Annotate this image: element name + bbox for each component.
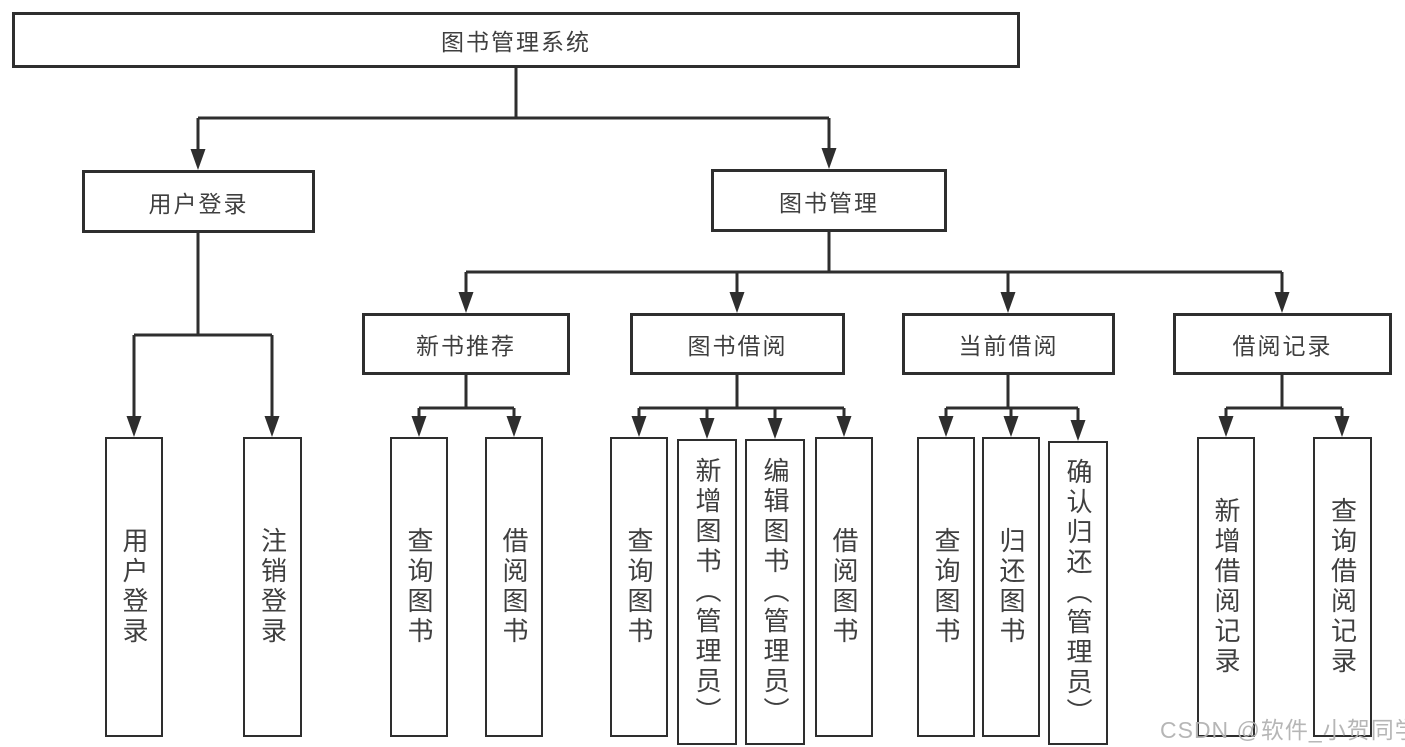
node-current-borrow: 当前借阅 (902, 313, 1115, 375)
leaf-current-query-book: 查询图书 (917, 437, 975, 737)
leaf-borrow-query-book: 查询图书 (610, 437, 668, 737)
leaf-user-login: 用户登录 (105, 437, 163, 737)
leaf-current-return-book: 归还图书 (982, 437, 1040, 737)
node-book-management: 图书管理 (711, 169, 947, 232)
leaf-recommend-borrow-book: 借阅图书 (485, 437, 543, 737)
leaf-records-query-record: 查询借阅记录 (1313, 437, 1372, 737)
connector-lines (132, 68, 1344, 428)
node-new-book-recommend: 新书推荐 (362, 313, 570, 375)
leaf-records-add-record: 新增借阅记录 (1197, 437, 1255, 737)
node-root: 图书管理系统 (12, 12, 1020, 68)
leaf-recommend-query-book: 查询图书 (390, 437, 448, 737)
leaf-borrow-edit-book-admin: 编辑图书（管理员） (745, 439, 805, 745)
node-book-borrow: 图书借阅 (630, 313, 845, 375)
node-borrow-records: 借阅记录 (1173, 313, 1392, 375)
csdn-watermark: CSDN @软件_小贺同学 (1160, 717, 1405, 743)
leaf-borrow-add-book-admin: 新增图书（管理员） (677, 439, 737, 745)
leaf-borrow-borrow-book: 借阅图书 (815, 437, 873, 737)
leaf-logout: 注销登录 (243, 437, 302, 737)
connector-arrowheads (126, 148, 1350, 441)
node-user-login: 用户登录 (82, 170, 315, 233)
leaf-current-confirm-return-admin: 确认归还（管理员） (1048, 441, 1108, 745)
